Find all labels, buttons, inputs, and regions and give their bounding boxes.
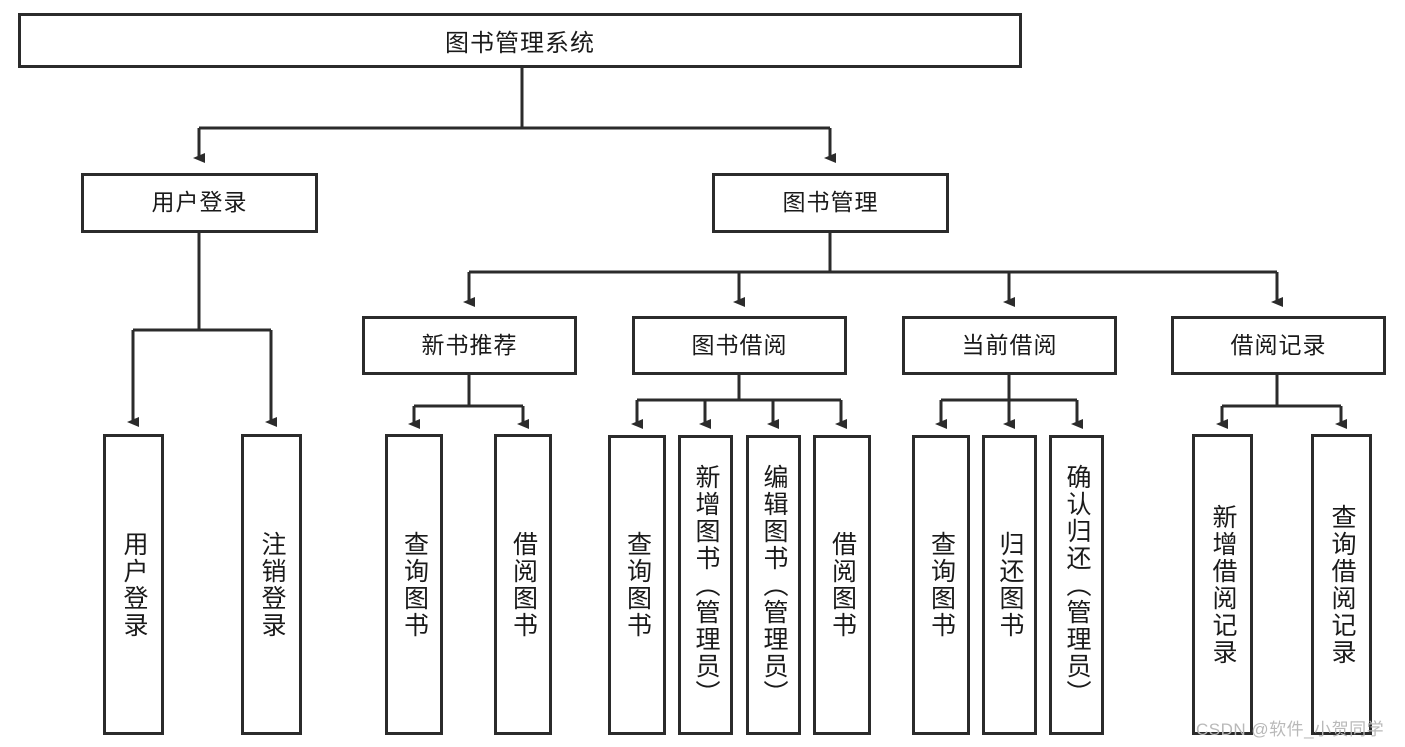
leaf-label: 查询图书 bbox=[400, 530, 429, 639]
leaf-label: 用户登录 bbox=[120, 530, 148, 639]
leaf-borrow-book-recommend[interactable]: 借阅图书 bbox=[494, 434, 552, 735]
node-new-book-recommend[interactable]: 新书推荐 bbox=[362, 316, 577, 375]
node-label: 借阅记录 bbox=[1230, 331, 1327, 358]
leaf-label: 借阅图书 bbox=[828, 531, 857, 639]
node-current-borrow[interactable]: 当前借阅 bbox=[902, 316, 1117, 375]
leaf-query-book-borrow[interactable]: 查询图书 bbox=[608, 435, 666, 735]
node-label: 图书管理系统 bbox=[445, 30, 595, 57]
node-label: 用户登录 bbox=[151, 189, 248, 216]
node-root-system[interactable]: 图书管理系统 bbox=[18, 13, 1022, 68]
leaf-query-book-current[interactable]: 查询图书 bbox=[912, 435, 970, 735]
leaf-return-book[interactable]: 归还图书 bbox=[982, 435, 1037, 735]
leaf-logout[interactable]: 注销登录 bbox=[241, 434, 302, 735]
leaf-label: 新增借阅记录 bbox=[1209, 503, 1237, 666]
leaf-label: 注销登录 bbox=[258, 530, 286, 639]
leaf-label: 新增图书（管理员） bbox=[692, 463, 720, 707]
leaf-label: 确认归还（管理员） bbox=[1063, 463, 1091, 707]
watermark-text: CSDN @软件_小贺同学 bbox=[1196, 720, 1385, 739]
node-book-borrow[interactable]: 图书借阅 bbox=[632, 316, 847, 375]
node-label: 图书借阅 bbox=[691, 331, 788, 358]
leaf-query-borrow-record[interactable]: 查询借阅记录 bbox=[1311, 434, 1372, 735]
leaf-query-book-recommend[interactable]: 查询图书 bbox=[385, 434, 443, 735]
leaf-label: 借阅图书 bbox=[509, 530, 538, 639]
node-user-login[interactable]: 用户登录 bbox=[81, 173, 318, 233]
node-label: 新书推荐 bbox=[421, 331, 518, 358]
leaf-borrow-book[interactable]: 借阅图书 bbox=[813, 435, 871, 735]
leaf-label: 查询图书 bbox=[623, 531, 652, 639]
node-book-management[interactable]: 图书管理 bbox=[712, 173, 949, 233]
node-label: 图书管理 bbox=[782, 189, 879, 216]
leaf-confirm-return-admin[interactable]: 确认归还（管理员） bbox=[1049, 435, 1104, 735]
leaf-label: 编辑图书（管理员） bbox=[760, 463, 788, 707]
node-label: 当前借阅 bbox=[961, 331, 1058, 358]
leaf-add-book-admin[interactable]: 新增图书（管理员） bbox=[678, 435, 733, 735]
leaf-add-borrow-record[interactable]: 新增借阅记录 bbox=[1192, 434, 1253, 735]
leaf-edit-book-admin[interactable]: 编辑图书（管理员） bbox=[746, 435, 801, 735]
node-borrow-record[interactable]: 借阅记录 bbox=[1171, 316, 1386, 375]
leaf-label: 查询图书 bbox=[927, 531, 956, 639]
leaf-label: 归还图书 bbox=[996, 531, 1024, 639]
leaf-label: 查询借阅记录 bbox=[1328, 503, 1356, 666]
leaf-user-login[interactable]: 用户登录 bbox=[103, 434, 164, 735]
